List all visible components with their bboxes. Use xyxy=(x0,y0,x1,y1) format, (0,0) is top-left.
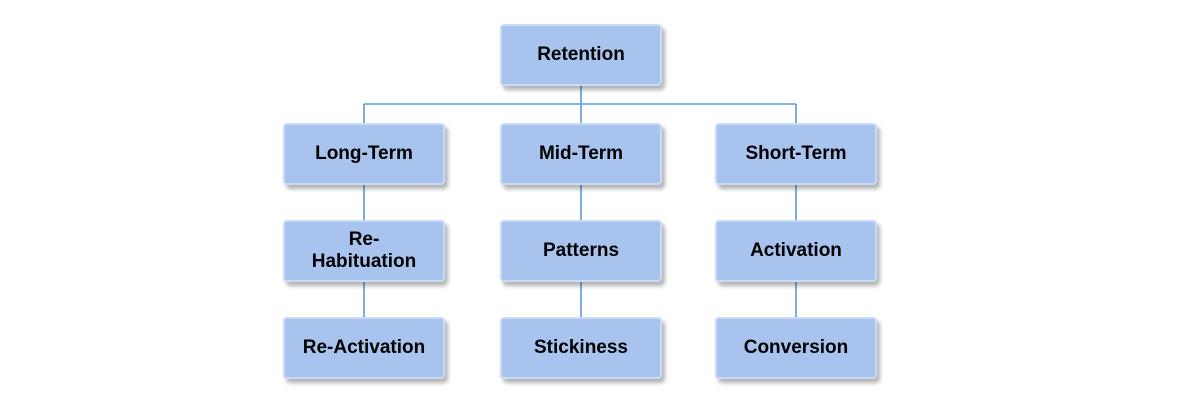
node-label: Re-Activation xyxy=(302,337,426,358)
node-retention: Retention xyxy=(500,24,662,86)
node-label: Retention xyxy=(537,44,625,65)
node-stickiness: Stickiness xyxy=(500,317,662,379)
node-re-habituation: Re- Habituation xyxy=(283,220,445,282)
node-mid-term: Mid-Term xyxy=(500,123,662,185)
node-short-term: Short-Term xyxy=(715,123,877,185)
node-label: Conversion xyxy=(743,337,849,358)
node-label: Patterns xyxy=(542,240,620,261)
node-patterns: Patterns xyxy=(500,220,662,282)
node-long-term: Long-Term xyxy=(283,123,445,185)
node-label: Stickiness xyxy=(534,337,628,358)
node-re-activation: Re-Activation xyxy=(283,317,445,379)
node-label: Re- Habituation xyxy=(311,229,417,272)
node-label: Activation xyxy=(750,240,842,261)
node-conversion: Conversion xyxy=(715,317,877,379)
node-label: Long-Term xyxy=(315,143,413,164)
node-activation: Activation xyxy=(715,220,877,282)
node-label: Short-Term xyxy=(745,143,847,164)
node-label: Mid-Term xyxy=(538,143,624,164)
